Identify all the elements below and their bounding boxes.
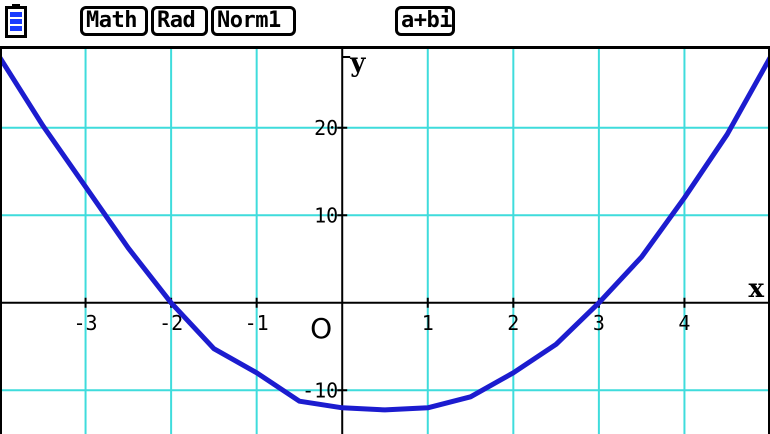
y-axis-label: y	[349, 49, 366, 78]
origin-label: O	[310, 312, 332, 345]
battery-icon	[5, 4, 27, 38]
curves	[0, 55, 770, 413]
screen-border-left	[0, 49, 2, 434]
axes	[0, 49, 770, 434]
angle-unit-badge: Rad	[151, 6, 208, 36]
display-format-badge: Norm1	[211, 6, 296, 36]
x-tick-label: -3	[74, 311, 98, 335]
x-tick-label: -1	[245, 311, 269, 335]
function-curve[interactable]	[0, 55, 770, 413]
screen-border-right	[768, 49, 770, 434]
status-divider	[0, 46, 770, 49]
x-axis-label: x	[748, 274, 764, 304]
status-bar: Math Rad Norm1 a+bi	[0, 0, 770, 46]
x-tick-label: 4	[678, 311, 690, 335]
complex-mode-badge: a+bi	[395, 6, 455, 36]
y-tick-label: 10	[314, 203, 338, 227]
x-tick-label: 2	[507, 311, 519, 335]
x-tick-label: 3	[593, 311, 605, 335]
y-tick-label: 20	[314, 116, 338, 140]
grid-lines	[0, 49, 770, 434]
x-tick-label: 1	[422, 311, 434, 335]
angle-mode-math-badge: Math	[80, 6, 148, 36]
y-tick-label: -10	[302, 378, 338, 402]
